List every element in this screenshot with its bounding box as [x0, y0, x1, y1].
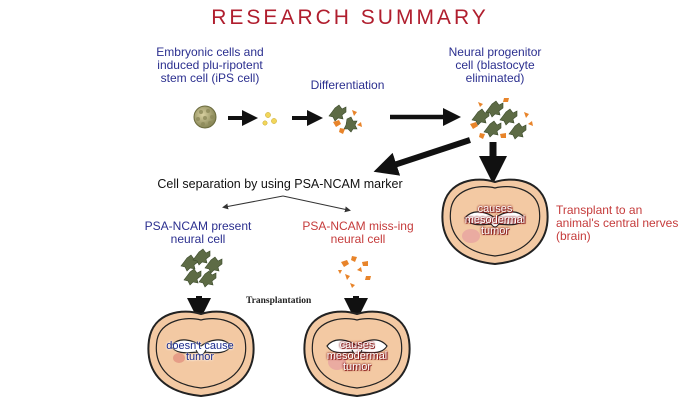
differentiating-cells [328, 104, 362, 134]
label-differentiation: Differentiation [310, 78, 385, 92]
label-psa-present: PSA-NCAM present neural cell [144, 219, 252, 246]
progenitor-cells [470, 98, 533, 140]
present-cells [180, 248, 223, 288]
split-arrow-right [282, 195, 351, 213]
label-cell-separation: Cell separation by using PSA-NCAM marker [157, 177, 403, 191]
page-title: RESEARCH SUMMARY [211, 6, 489, 29]
arrow-to-separation [373, 137, 471, 176]
outcome-right: causes mesodermal tumor [326, 339, 388, 373]
label-transplant-note: Transplant to an animal's central nerves… [556, 203, 679, 243]
missing-cells [338, 256, 371, 288]
brain-bottom-right [303, 310, 411, 398]
early-cells [262, 112, 277, 126]
split-arrow-left [222, 195, 284, 210]
label-neural-progenitor: Neural progenitor cell (blastocyte elimi… [448, 45, 542, 85]
label-embryonic: Embryonic cells and induced plu-ripotent… [156, 45, 264, 85]
brain-top [441, 178, 549, 266]
label-psa-missing: PSA-NCAM miss-ing neural cell [302, 219, 414, 246]
outcome-left: doesn't cause tumor [166, 340, 234, 363]
stem-cell-cluster [193, 105, 217, 129]
brain-bottom-left [147, 310, 255, 398]
label-transplantation: Transplantation [246, 296, 312, 306]
outcome-top: causes mesodermal tumor [464, 203, 526, 237]
